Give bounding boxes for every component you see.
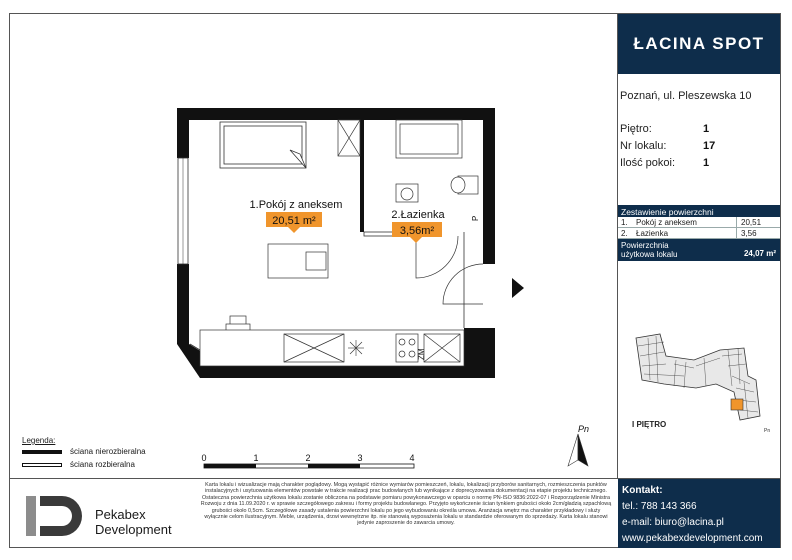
scale-tick: 1	[253, 453, 258, 463]
washbasin	[395, 183, 419, 203]
scale-tick: 0	[201, 453, 206, 463]
row-area: 20,51	[736, 217, 780, 227]
load-bearing-walls	[177, 108, 495, 378]
stove-icon	[348, 340, 364, 356]
legend-title: Legenda:	[22, 436, 56, 445]
info-rooms-value: 1	[703, 157, 710, 169]
bathroom-door	[415, 235, 459, 279]
kitchen-counter	[199, 329, 465, 367]
legend-item: ściana nierozbieralna	[22, 447, 146, 456]
row-no: 2.	[621, 228, 628, 238]
legend-label: ściana nierozbieralna	[70, 447, 146, 456]
address: Poznań, ul. Pleszewska 10	[620, 90, 752, 102]
north-arrow: Pn	[567, 424, 589, 467]
floor-label: I PIĘTRO	[632, 420, 667, 429]
scale-tick: 4	[409, 453, 414, 463]
room1-area-badge	[266, 212, 322, 227]
room2-area-badge	[392, 222, 442, 237]
total-value: 24,07 m²	[743, 249, 776, 258]
legend-label: ściana rozbieralna	[70, 460, 135, 469]
total-label-2: użytkowa lokalu	[621, 250, 678, 259]
north-label: Pn	[578, 424, 589, 434]
disclaimer-text: Karta lokalu i wizualizacje mają charakt…	[200, 482, 612, 527]
room1-name: 1.Pokój z aneksem	[250, 199, 343, 211]
developer-name-line1: Pekabex	[95, 507, 146, 522]
entrance-door	[442, 263, 484, 305]
row-no: 1.	[621, 217, 628, 227]
room2-name: 2.Łazienka	[391, 209, 445, 221]
wardrobe	[337, 119, 361, 157]
contact-phone[interactable]: tel.: 788 143 366	[622, 501, 697, 512]
bed	[219, 121, 307, 169]
toilet	[450, 175, 479, 195]
floor-plan: 1.Pokój z aneksem 20,51 m² 2.Łazienka 3,…	[177, 108, 524, 378]
unit-highlight	[730, 398, 744, 411]
brand-logo-text: ŁACINA SPOT	[633, 34, 765, 53]
info-rooms-label: Ilość pokoi:	[620, 157, 676, 169]
summary-total: Powierzchnia użytkowa lokalu 24,07 m²	[618, 239, 780, 261]
developer-name: Pekabex Development	[95, 507, 172, 537]
panel-divider	[617, 13, 618, 479]
plan-p-label: P	[471, 216, 480, 221]
sheet-frame	[9, 13, 781, 548]
key-plan: Pn	[635, 333, 770, 434]
scale-tick: 3	[357, 453, 362, 463]
footer-divider	[9, 478, 781, 479]
info-unit-value: 17	[703, 140, 716, 152]
table-with-chair	[267, 243, 329, 279]
room1-area: 20,51 m²	[272, 215, 316, 227]
info-floor-label: Piętro:	[620, 123, 652, 135]
area-summary-table: Zestawienie powierzchni 1. Pokój z aneks…	[618, 205, 780, 261]
brand-banner: ŁACINA SPOT	[618, 14, 780, 74]
row-name: Łazienka	[636, 228, 669, 238]
plan-zm-label: ZM	[417, 348, 426, 360]
contact-email[interactable]: e-mail: biuro@lacina.pl	[622, 517, 724, 528]
legend-swatch-outline	[22, 462, 62, 467]
compass-icon	[577, 433, 589, 467]
entrance-arrow-icon	[512, 278, 524, 298]
developer-name-line2: Development	[95, 522, 172, 537]
developer-logo-icon	[26, 496, 82, 536]
info-unit-label: Nr lokalu:	[620, 140, 667, 152]
row-name: Pokój z aneksem	[636, 217, 697, 227]
total-label-1: Powierzchnia	[621, 241, 669, 250]
summary-title: Zestawienie powierzchni	[618, 205, 780, 217]
info-floor-value: 1	[703, 123, 710, 135]
legend-swatch-solid	[22, 449, 62, 454]
room2-area: 3,56m²	[400, 225, 435, 237]
shower	[395, 119, 463, 159]
table-row: 1. Pokój z aneksem 20,51	[618, 217, 780, 228]
contact-title: Kontakt:	[622, 485, 663, 496]
legend-item: ściana rozbieralna	[22, 460, 135, 469]
row-area: 3,56	[736, 228, 780, 238]
table-row: 2. Łazienka 3,56	[618, 228, 780, 239]
scale-tick: 2	[305, 453, 310, 463]
contact-website[interactable]: www.pekabexdevelopment.com	[622, 533, 763, 544]
key-plan-north: Pn	[764, 428, 770, 434]
scale-bar: 0 1 2 3 4	[201, 453, 415, 469]
contact-box: Kontakt: tel.: 788 143 366 e-mail: biuro…	[618, 479, 780, 548]
